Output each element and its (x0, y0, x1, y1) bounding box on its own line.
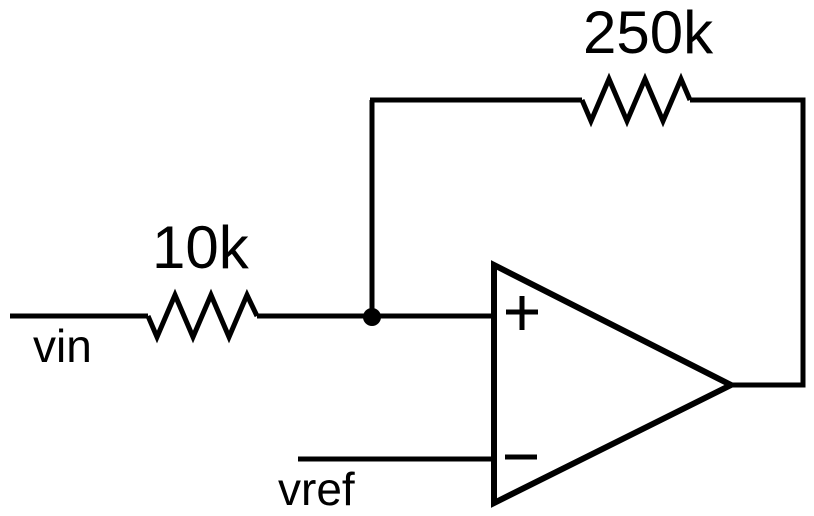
feedback-resistor-label: 250k (583, 0, 714, 66)
opamp-triangle (491, 260, 738, 508)
vref-label: vref (278, 463, 355, 515)
plus-icon (506, 296, 538, 330)
feedback-return-and-output-wire (690, 97, 806, 388)
input-resistor-label: 10k (152, 214, 250, 281)
input-resistor-zigzag (145, 288, 260, 344)
vin-label: vin (33, 320, 92, 372)
feedback-resistor-zigzag (579, 72, 693, 128)
